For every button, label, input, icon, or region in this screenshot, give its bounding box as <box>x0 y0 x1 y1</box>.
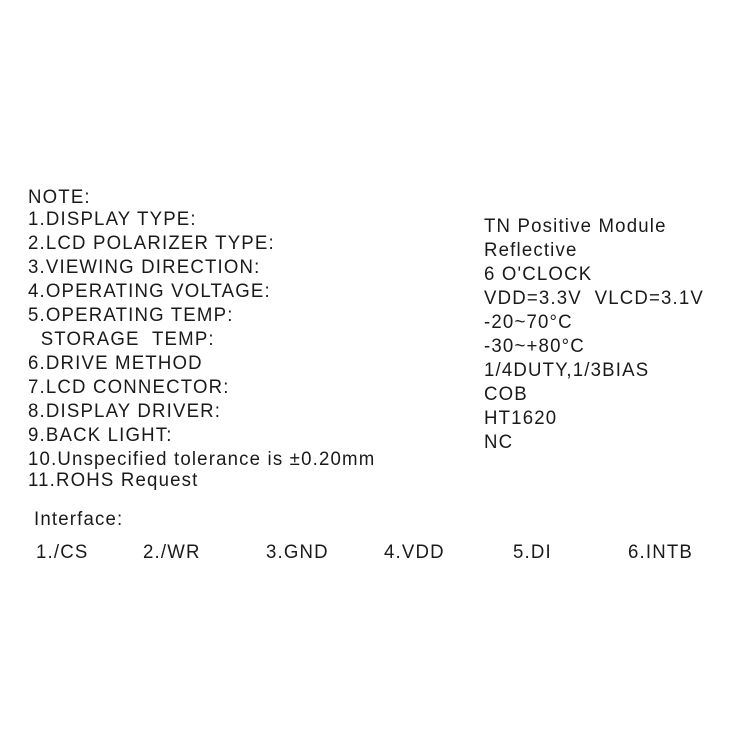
interface-pin: 3.GND <box>266 542 329 563</box>
note-label: 4.OPERATING VOLTAGE: <box>28 281 271 302</box>
note-label: 10.Unspecified tolerance is ±0.20mm <box>28 449 376 470</box>
note-label: 3.VIEWING DIRECTION: <box>28 257 261 278</box>
note-label: 2.LCD POLARIZER TYPE: <box>28 233 275 254</box>
interface-pin: 4.VDD <box>384 542 445 563</box>
note-value: NC <box>484 432 514 453</box>
note-label: 7.LCD CONNECTOR: <box>28 377 230 398</box>
note-value: 6 O'CLOCK <box>484 264 593 285</box>
note-label: 1.DISPLAY TYPE: <box>28 209 197 230</box>
note-label: 9.BACK LIGHT: <box>28 425 173 446</box>
interface-heading: Interface: <box>34 509 124 530</box>
interface-pin: 6.INTB <box>628 542 694 563</box>
note-value: -20~70°C <box>484 312 573 333</box>
note-value: 1/4DUTY,1/3BIAS <box>484 360 650 381</box>
note-label: 6.DRIVE METHOD <box>28 353 203 374</box>
note-label: 11.ROHS Request <box>28 470 199 491</box>
note-value: TN Positive Module <box>484 216 667 237</box>
note-label: STORAGE TEMP: <box>28 329 215 350</box>
notes-heading: NOTE: <box>28 187 91 208</box>
interface-pin: 2./WR <box>143 542 201 563</box>
interface-pin: 5.DI <box>513 542 552 563</box>
note-value: VDD=3.3V VLCD=3.1V <box>484 288 705 309</box>
note-value: COB <box>484 384 528 405</box>
note-value: -30~+80°C <box>484 336 585 357</box>
note-value: HT1620 <box>484 408 558 429</box>
note-label: 5.OPERATING TEMP: <box>28 305 234 326</box>
note-label: 8.DISPLAY DRIVER: <box>28 401 222 422</box>
note-value: Reflective <box>484 240 578 261</box>
interface-pin: 1./CS <box>36 542 89 563</box>
